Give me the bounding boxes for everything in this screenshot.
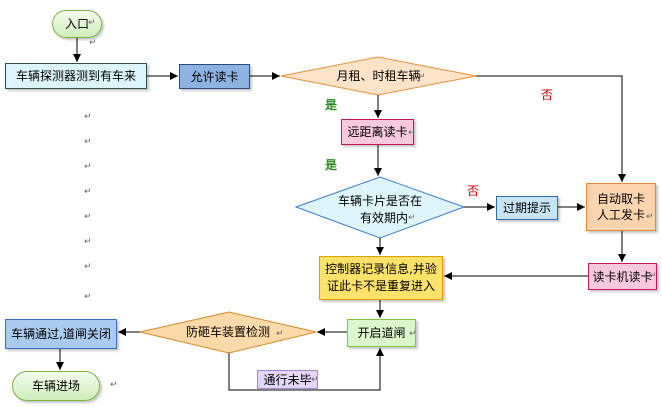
reader-read-label: 读卡机读卡 [592,269,653,284]
paragraph-mark: ↵ [84,212,92,222]
paragraph-mark: ↵ [84,137,92,147]
paragraph-mark: ↵ [84,112,92,122]
allow-read-node: 允许读卡 [179,64,250,89]
allow-read-label: 允许读卡 [190,69,239,84]
paragraph-mark: ↵ [276,329,284,339]
paragraph-mark: ↵ [84,262,92,272]
paragraph-mark: ↵ [84,237,92,247]
not-finished-label: 通行未毕 [263,372,312,387]
controller-label-line1: 控制器记录信息,并验 [325,262,437,276]
open-gate-label: 开启道闸 [357,326,406,340]
detector-label: 车辆探测器测到有车来 [15,69,136,83]
arrow-decision-type-no-to-auto-card [476,75,626,182]
paragraph-mark: ↵ [311,375,319,385]
auto-card-node: 自动取卡 人工发卡 [586,183,656,231]
decision-anti-smash-label: 防砸车装置检测 [185,325,270,339]
paragraph-mark: ↵ [88,18,96,28]
entrance-label: 入口 [64,17,89,31]
pass-close-label: 车辆通过,道闸关闭 [11,327,111,341]
paragraph-mark: ↵ [418,72,426,82]
yes-label-vehicle-type: 是 [325,98,338,112]
entrance-node: 入口 [52,10,102,38]
decision-card-valid-label-line2: 有效期内 [359,211,408,225]
auto-card-label-line1: 自动取卡 [596,192,645,206]
paragraph-mark: ↵ [84,292,92,302]
no-label-vehicle-type: 否 [541,88,554,102]
decision-vehicle-type-label: 月租、时租车辆 [336,69,421,83]
decision-anti-smash-diamond [139,311,317,354]
vehicle-enter-node: 车辆进场 [12,371,100,401]
controller-label-line2: 证此卡不是重复进入 [326,279,435,293]
long-range-read-label: 远距离读卡 [347,125,408,139]
paragraph-mark: ↵ [89,38,97,48]
no-label-card-valid: 否 [467,184,480,198]
paragraph-mark: ↵ [409,329,417,339]
paragraph-mark: ↵ [649,271,657,281]
arrow-anti-smash-loop-to-open-gate [228,348,384,391]
detector-node: 车辆探测器测到有车来 [5,63,147,89]
vehicle-enter-label: 车辆进场 [31,379,80,393]
paragraph-mark: ↵ [646,212,654,222]
not-finished-node: 通行未毕 [257,370,318,389]
auto-card-label-line2: 人工发卡 [596,208,645,222]
long-range-read-node: 远距离读卡 [341,119,414,145]
paragraph-mark: ↵ [408,128,416,138]
paragraph-mark: ↵ [408,213,416,223]
yes-label-long-range: 是 [325,158,338,172]
controller-node: 控制器记录信息,并验 证此卡不是重复进入 [319,256,443,300]
reader-read-node: 读卡机读卡 [588,263,657,290]
open-gate-node: 开启道闸 [347,319,416,347]
pass-close-node: 车辆通过,道闸关闭 [5,319,117,349]
paragraph-mark: ↵ [84,187,92,197]
paragraph-mark: ↵ [110,380,118,390]
expired-prompt-node: 过期提示 [496,196,558,220]
paragraph-mark: ↵ [84,162,92,172]
expired-prompt-label: 过期提示 [502,201,551,215]
decision-card-valid-label-line1: 车辆卡片是否在 [337,194,422,208]
